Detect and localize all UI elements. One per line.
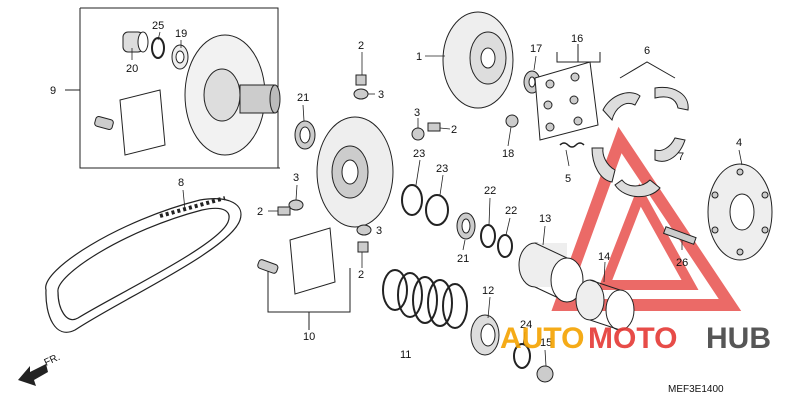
callout-3-mid: 3 [414, 107, 420, 119]
damper-plate-16 [534, 61, 599, 141]
bolt-2-top [355, 74, 367, 86]
circlip-25 [151, 37, 165, 59]
callout-2-left: 2 [257, 206, 263, 218]
callout-21-bottom: 21 [457, 253, 469, 265]
bolt-26 [662, 226, 697, 245]
drive-belt-8 [45, 196, 242, 333]
callout-23-a: 23 [413, 148, 425, 160]
callout-15: 15 [540, 337, 552, 349]
circlip-24 [513, 343, 531, 369]
callout-6: 6 [644, 45, 650, 57]
bolt-2-bottom [357, 241, 369, 253]
group-box-6 [619, 61, 676, 79]
nut-18 [505, 114, 519, 128]
clutch-shoe-6 [591, 86, 689, 198]
callout-16: 16 [571, 33, 583, 45]
leader-lines [131, 31, 743, 367]
callout-4: 4 [736, 137, 742, 149]
watermark-auto: AUTO [500, 322, 584, 355]
callout-9: 9 [50, 85, 56, 97]
diagram-code: MEF3E1400 [668, 384, 724, 395]
callout-3-left: 3 [293, 172, 299, 184]
callout-2-bottom: 2 [358, 269, 364, 281]
bolt-2-left [277, 206, 291, 216]
sleeve-13 [518, 242, 584, 303]
spring-5 [559, 142, 585, 148]
group-box-16 [556, 44, 601, 63]
callout-2-mid: 2 [451, 124, 457, 136]
washer-3-top [353, 88, 369, 100]
group-box-10 [267, 268, 351, 330]
bearing-19 [171, 44, 189, 70]
nut-15 [536, 365, 554, 383]
movable-drive-face [316, 116, 394, 228]
drive-plate-4 [707, 163, 773, 261]
spring-11 [382, 269, 468, 329]
o-ring-23-a [401, 184, 423, 216]
callout-21-top: 21 [297, 92, 309, 104]
callout-18: 18 [502, 148, 514, 160]
watermark-moto: MOTO [588, 322, 677, 355]
bolt-2-mid [427, 122, 441, 132]
callout-labels: 1 2 3 3 2 4 5 6 7 8 9 10 11 12 13 14 15 … [50, 20, 742, 361]
callout-1: 1 [416, 51, 422, 63]
callout-22-a: 22 [484, 185, 496, 197]
collar-12 [470, 314, 500, 356]
group-box-9 [65, 7, 280, 169]
callout-26: 26 [676, 257, 688, 269]
caution-label-10 [289, 227, 336, 295]
callout-3-top: 3 [378, 89, 384, 101]
front-direction-arrow: FR. [18, 352, 62, 386]
callout-2-top: 2 [358, 40, 364, 52]
caution-label-box9 [119, 89, 166, 156]
callout-22-b: 22 [505, 205, 517, 217]
callout-24: 24 [520, 319, 532, 331]
guide-pin-10 [257, 259, 279, 274]
callout-11: 11 [400, 349, 411, 361]
watermark-triangle [551, 126, 742, 311]
ring-22-a [480, 224, 496, 248]
callout-19: 19 [175, 28, 187, 40]
grease-guide-pin [94, 116, 114, 130]
bearing-20 [122, 31, 149, 53]
callout-10: 10 [303, 331, 315, 343]
callout-3-bottom: 3 [376, 225, 382, 237]
direction-label: FR. [43, 352, 62, 369]
callout-20: 20 [126, 63, 138, 75]
watermark-text: AUTO MOTO HUB [500, 322, 771, 355]
callout-25: 25 [152, 20, 164, 32]
washer-3-bottom [356, 224, 372, 236]
oil-seal-21-top [294, 120, 316, 150]
oil-seal-21-bottom [456, 212, 476, 240]
callout-12: 12 [482, 285, 494, 297]
watermark-hub: HUB [706, 322, 771, 355]
ring-22-b [497, 234, 513, 258]
callout-8: 8 [178, 177, 184, 189]
callout-14: 14 [598, 251, 610, 263]
clutch-outer-1 [442, 11, 514, 109]
driven-pulley-face [184, 34, 281, 156]
sleeve-14 [575, 279, 635, 331]
washer-3-mid [411, 127, 425, 141]
callout-13: 13 [539, 213, 551, 225]
callout-7: 7 [678, 151, 684, 163]
callout-5: 5 [565, 173, 571, 185]
o-ring-23-b [425, 194, 449, 226]
washer-3-left [288, 199, 304, 211]
callout-17: 17 [530, 43, 542, 55]
callout-23-b: 23 [436, 163, 448, 175]
